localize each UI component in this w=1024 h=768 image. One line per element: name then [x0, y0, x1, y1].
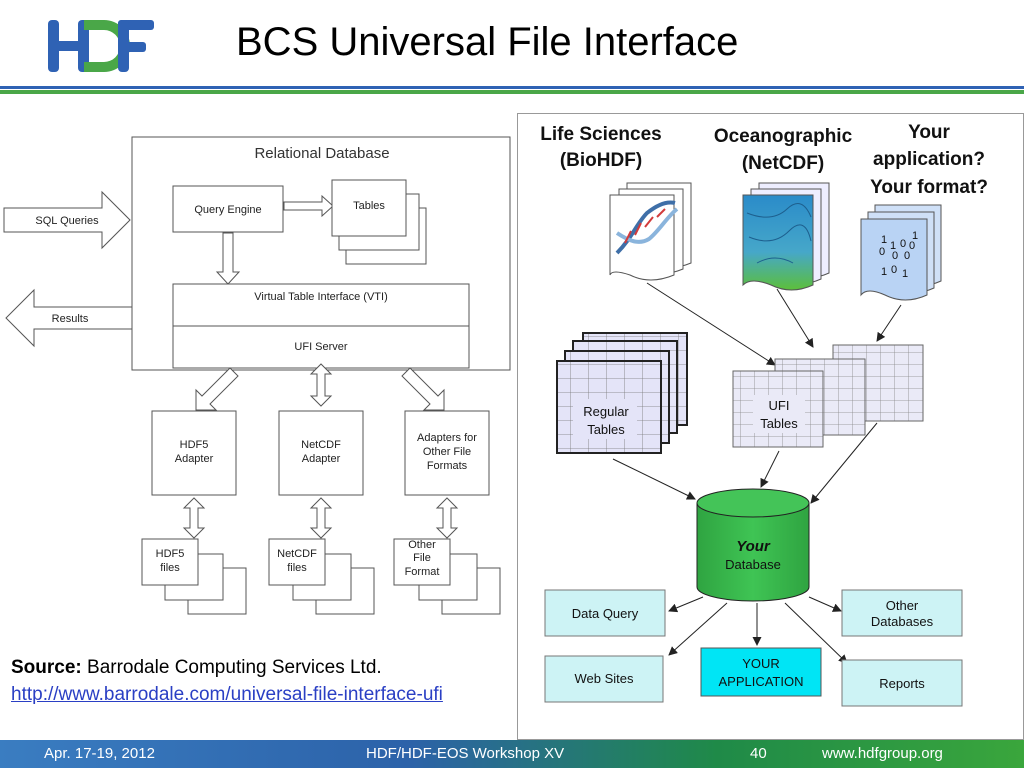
hdf5-files-arrow [182, 497, 206, 539]
other-adapter-box [404, 410, 490, 496]
other-databases-line2: Databases [871, 614, 934, 629]
netcdf-files-box [268, 538, 326, 586]
your-app-line3: Your format? [870, 177, 988, 198]
regular-tables-icon: Regular Tables [556, 332, 688, 454]
hdf-logo [48, 20, 154, 72]
other-databases-line1: Other [886, 598, 919, 613]
other-adapter-line1: Adapters for [417, 432, 477, 444]
hdf5-adapter-line2: Adapter [175, 453, 214, 465]
sql-queries-label: SQL Queries [35, 215, 99, 227]
source-citation: Source: Barrodale Computing Services Ltd… [11, 657, 382, 679]
hdf5-files-box [141, 538, 199, 586]
other-adapter-line3: Formats [427, 460, 468, 472]
hdf5-adapter-line1: HDF5 [180, 439, 209, 451]
vti-label: Virtual Table Interface (VTI) [254, 291, 388, 303]
biohdf-document-icon [609, 182, 692, 281]
netcdf-files-line2: files [287, 562, 307, 574]
ufi-server-label: UFI Server [294, 341, 348, 353]
your-application-line2: APPLICATION [718, 674, 803, 689]
ufi-tables-icon: UFI Tables [732, 344, 924, 448]
reports-box [841, 659, 963, 707]
regular-tables-line1: Regular [583, 404, 629, 419]
reports-label: Reports [879, 676, 925, 691]
data-query-label: Data Query [572, 606, 639, 621]
footer-workshop: HDF/HDF-EOS Workshop XV [366, 745, 565, 762]
query-engine-label: Query Engine [194, 204, 261, 216]
web-sites-label: Web Sites [574, 671, 634, 686]
engine-to-vti-arrow [215, 232, 241, 285]
tables-box [331, 179, 407, 237]
footer-page-number: 40 [750, 745, 767, 762]
footer-date: Apr. 17-19, 2012 [44, 745, 155, 762]
ufi-tables-line1: UFI [769, 398, 790, 413]
your-application-line1: YOUR [742, 656, 780, 671]
sql-queries-arrow [3, 190, 131, 250]
your-database-line2: Database [725, 557, 781, 572]
netcdf-files-line1: NetCDF [277, 548, 317, 560]
web-sites-box [544, 655, 664, 703]
your-app-line2: application? [873, 149, 985, 170]
other-adapter-line2: Other File [423, 446, 471, 458]
ufi-overview-diagram: Life Sciences (BioHDF) Oceanographic (Ne… [517, 113, 1024, 740]
source-label: Source: [11, 657, 82, 678]
binary-digit: 0 [892, 250, 898, 262]
binary-document-icon: 1 0 1 0 1 0 0 0 1 0 1 [860, 204, 942, 301]
other-files-line3: Format [405, 566, 440, 578]
vti-box [172, 283, 470, 327]
other-files-line2: File [413, 552, 431, 564]
other-files-arrow [435, 497, 459, 539]
header-rule [0, 86, 1024, 94]
netcdf-adapter-box [278, 410, 364, 496]
binary-digit: 0 [879, 246, 885, 258]
binary-digit: 1 [890, 240, 896, 252]
relational-db-diagram: Relational Database SQL Queries Results … [3, 136, 511, 615]
binary-digit: 1 [881, 234, 887, 246]
engine-to-tables-arrow [283, 194, 334, 218]
life-sciences-line2: (BioHDF) [560, 150, 642, 171]
binary-digit: 0 [891, 264, 897, 276]
other-files-box [393, 538, 451, 586]
results-label: Results [52, 313, 89, 325]
netcdf-adapter-line2: Adapter [302, 453, 341, 465]
server-hdf5-arrow [195, 367, 239, 411]
other-files-line1: Other [408, 539, 436, 551]
life-sciences-line1: Life Sciences [540, 124, 661, 145]
netcdf-adapter-line1: NetCDF [301, 439, 341, 451]
hdf5-files-line2: files [160, 562, 180, 574]
oceanographic-line1: Oceanographic [714, 126, 853, 147]
logo-h [48, 20, 89, 72]
ufi-tables-line2: Tables [760, 416, 798, 431]
server-netcdf-arrow [309, 363, 333, 407]
query-engine-box [172, 185, 284, 233]
binary-digit: 1 [912, 230, 918, 242]
other-databases-box [841, 589, 963, 637]
binary-digit: 1 [881, 266, 887, 278]
hdf5-files-line1: HDF5 [156, 548, 185, 560]
hdf5-adapter-box [151, 410, 237, 496]
ufi-server-box [172, 325, 470, 369]
server-other-arrow [401, 367, 445, 411]
results-arrow [5, 288, 133, 348]
relational-database-label: Relational Database [254, 145, 389, 162]
tables-label: Tables [353, 200, 385, 212]
netcdf-files-arrow [309, 497, 333, 539]
regular-tables-line2: Tables [587, 422, 625, 437]
source-text: Barrodale Computing Services Ltd. [87, 657, 382, 678]
source-link[interactable]: http://www.barrodale.com/universal-file-… [11, 684, 443, 705]
footer-website: www.hdfgroup.org [822, 745, 943, 762]
binary-digit: 0 [909, 240, 915, 252]
binary-digit: 0 [904, 250, 910, 262]
oceanographic-line2: (NetCDF) [742, 153, 824, 174]
footer-bar: Apr. 17-19, 2012 HDF/HDF-EOS Workshop XV… [0, 740, 1024, 768]
your-app-line1: Your [908, 122, 950, 143]
netcdf-document-icon [742, 182, 830, 291]
slide-title: BCS Universal File Interface [236, 20, 739, 64]
data-query-box [544, 589, 666, 637]
your-database-cylinder: Your Database [696, 488, 810, 602]
binary-digit: 1 [902, 268, 908, 280]
binary-digit: 0 [900, 238, 906, 250]
logo-f [118, 20, 154, 72]
your-database-line1: Your [736, 538, 771, 555]
your-application-box [700, 647, 822, 697]
